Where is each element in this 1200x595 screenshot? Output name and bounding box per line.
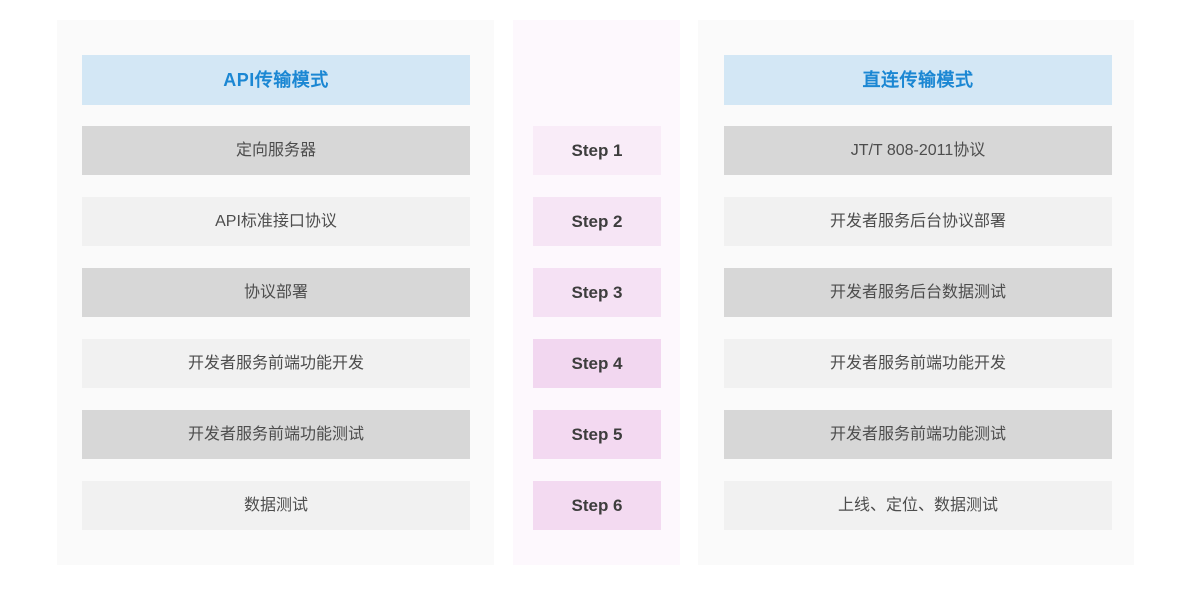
api-row-frontend-development: 开发者服务前端功能开发	[82, 339, 470, 388]
direct-row-frontend-development: 开发者服务前端功能开发	[724, 339, 1112, 388]
direct-mode-panel: 直连传输模式 JT/T 808-2011协议 开发者服务后台协议部署 开发者服务…	[698, 20, 1134, 565]
api-row-standard-interface: API标准接口协议	[82, 197, 470, 246]
steps-panel: Step 1 Step 2 Step 3 Step 4 Step 5 Step …	[513, 20, 680, 565]
step-1-badge: Step 1	[533, 126, 661, 175]
api-row-data-testing: 数据测试	[82, 481, 470, 530]
direct-row-backend-data-testing: 开发者服务后台数据测试	[724, 268, 1112, 317]
step-5-badge: Step 5	[533, 410, 661, 459]
api-row-directed-server: 定向服务器	[82, 126, 470, 175]
direct-mode-rows: JT/T 808-2011协议 开发者服务后台协议部署 开发者服务后台数据测试 …	[724, 126, 1112, 530]
step-4-badge: Step 4	[533, 339, 661, 388]
api-mode-title: API传输模式	[223, 70, 329, 90]
api-row-protocol-deployment: 协议部署	[82, 268, 470, 317]
step-2-badge: Step 2	[533, 197, 661, 246]
api-row-frontend-testing: 开发者服务前端功能测试	[82, 410, 470, 459]
direct-row-jt808-protocol: JT/T 808-2011协议	[724, 126, 1112, 175]
steps-header-spacer	[533, 55, 661, 105]
api-mode-panel: API传输模式 定向服务器 API标准接口协议 协议部署 开发者服务前端功能开发…	[57, 20, 494, 565]
direct-row-frontend-testing: 开发者服务前端功能测试	[724, 410, 1112, 459]
direct-mode-header: 直连传输模式	[724, 55, 1112, 105]
steps-list: Step 1 Step 2 Step 3 Step 4 Step 5 Step …	[533, 126, 661, 530]
step-6-badge: Step 6	[533, 481, 661, 530]
direct-row-launch-testing: 上线、定位、数据测试	[724, 481, 1112, 530]
api-mode-header: API传输模式	[82, 55, 470, 105]
step-3-badge: Step 3	[533, 268, 661, 317]
direct-mode-title: 直连传输模式	[862, 70, 974, 90]
direct-row-backend-deployment: 开发者服务后台协议部署	[724, 197, 1112, 246]
api-mode-rows: 定向服务器 API标准接口协议 协议部署 开发者服务前端功能开发 开发者服务前端…	[82, 126, 470, 530]
